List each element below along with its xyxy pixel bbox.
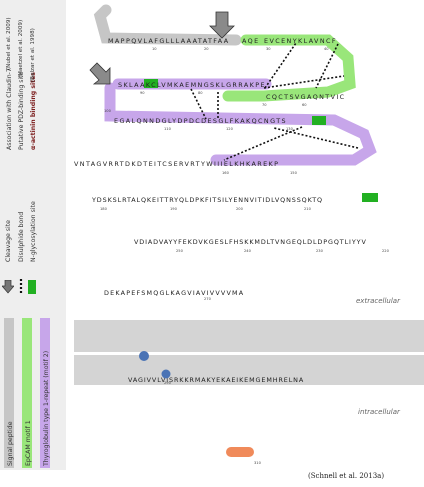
thyro-band (104, 78, 377, 166)
down-arrow-icon (2, 280, 14, 294)
seq-row5: YDSKSLRTALQKEITTRYQLDPKFITSILYENNVITIDLV… (91, 196, 323, 204)
egf-label: EpCAM motif 1 (25, 420, 32, 466)
egf-band (222, 34, 356, 102)
extracellular-label: extracellular (356, 297, 401, 305)
num-80: 80 (198, 91, 203, 95)
signal-band (93, 4, 242, 46)
cleavage-arrow-2 (89, 62, 111, 85)
glyco-label: N-glycosylation site (30, 201, 37, 262)
intracellular-label: intracellular (358, 408, 401, 416)
glyco-site-3 (362, 193, 378, 202)
seq-thy-back: VNTAGVRRTDKDTEITCSERVRTYWIIIELKHKAREKP (74, 160, 279, 168)
egf-bar (22, 318, 32, 468)
num-230: 230 (316, 249, 324, 253)
num-20: 20 (204, 47, 209, 51)
cleavage-arrow-1 (209, 11, 235, 39)
num-90: 90 (140, 91, 145, 95)
seq-egf-top: EVCENYKLAVNCF (264, 37, 337, 45)
claudin-association-site-2 (161, 369, 171, 379)
num-100: 100 (104, 109, 112, 113)
seq-row7: DEKAPEFSMQGLKAGVIAVIVVVVMA (104, 289, 244, 297)
seq-row1-tail: AQE (242, 37, 260, 45)
domain-bands (93, 4, 377, 166)
num-150: 150 (290, 171, 298, 175)
num-40: 40 (324, 47, 329, 51)
num-250: 250 (176, 249, 184, 253)
seq-signal: MAPPQVLAFGLLLAAATATFAA (108, 37, 230, 45)
thyro-bar (40, 318, 50, 468)
disulphide-bonds (190, 42, 359, 161)
association-ref: (Nubel et al. 2009) (6, 17, 12, 70)
num-160: 160 (222, 171, 230, 175)
num-270: 270 (204, 297, 212, 301)
num-190: 190 (170, 207, 178, 211)
residue-numbers: 10 20 30 40 60 70 80 90 100 110 120 130 … (100, 47, 390, 465)
actinin-label: α-actinin binding sites (30, 72, 37, 150)
num-240: 240 (244, 249, 252, 253)
dotted-line-icon (19, 279, 23, 295)
num-130: 130 (286, 127, 294, 131)
pdz-ref: (Maetzel et al. 2009) (18, 19, 24, 78)
association-label: Association with Claudin-7 (6, 68, 13, 150)
pdz-dot (15, 154, 23, 162)
signal-bar (4, 318, 14, 468)
disulphide-label: Disulphide bond (18, 211, 25, 262)
glyco-site-2 (312, 116, 326, 125)
num-10: 10 (152, 47, 157, 51)
green-box-icon (28, 280, 36, 294)
seq-thy-row: EGALQNNDGLYDPDCDESGLFKAKQCNGTS (114, 117, 287, 125)
membrane-inner-leaflet (74, 355, 424, 385)
num-60: 60 (302, 103, 307, 107)
claudin-dot (3, 154, 11, 162)
seq-row6: VDIADVAYYFEKDVKGESLFHSKKMDLTVNGEQLDLDPGQ… (134, 238, 367, 246)
pdz-label: Putative PDZ-binding site (18, 71, 25, 150)
seq-tm-end: VAGIVVLVISRKKRMAKYEKAEIKEMGEMHRELNA (128, 376, 304, 384)
pdz-binding-site (226, 447, 254, 457)
legend-panel: Association with Claudin-7 (Nubel et al.… (0, 0, 66, 470)
num-110: 110 (164, 127, 172, 131)
cleavage-arrows (89, 11, 235, 85)
num-180: 180 (100, 207, 108, 211)
actinin-ref: (Balzar et al. 1998) (30, 28, 36, 82)
num-120: 120 (226, 127, 234, 131)
num-290: 290 (164, 381, 172, 385)
glyco-site-1 (144, 79, 158, 88)
citation: (Schnell et al. 2013a) (308, 472, 385, 480)
epcam-topology-diagram: extracellular intracellular MAPPQVLAFGLL… (74, 4, 424, 465)
cleavage-label: Cleavage site (5, 220, 12, 262)
num-310: 310 (254, 461, 262, 465)
num-70: 70 (262, 103, 267, 107)
num-210: 210 (304, 207, 312, 211)
num-30: 30 (266, 47, 271, 51)
membrane-outer-leaflet (74, 320, 424, 352)
thyro-label: Thyroglobulin type 1-repeat (motif 2) (43, 350, 50, 466)
sequence-layer: MAPPQVLAFGLLLAAATATFAA AQE EVCENYKLAVNCF… (74, 37, 367, 384)
seq-egf-back: CQCTSVGAQNTVIC (266, 93, 346, 101)
claudin-association-site (139, 351, 149, 361)
signal-label: Signal peptide (7, 421, 14, 466)
num-220: 220 (382, 249, 390, 253)
num-200: 200 (236, 207, 244, 211)
seq-egf-end: SKLAAKCLVMKAEMNGSKLGRRAKPE (118, 81, 266, 89)
